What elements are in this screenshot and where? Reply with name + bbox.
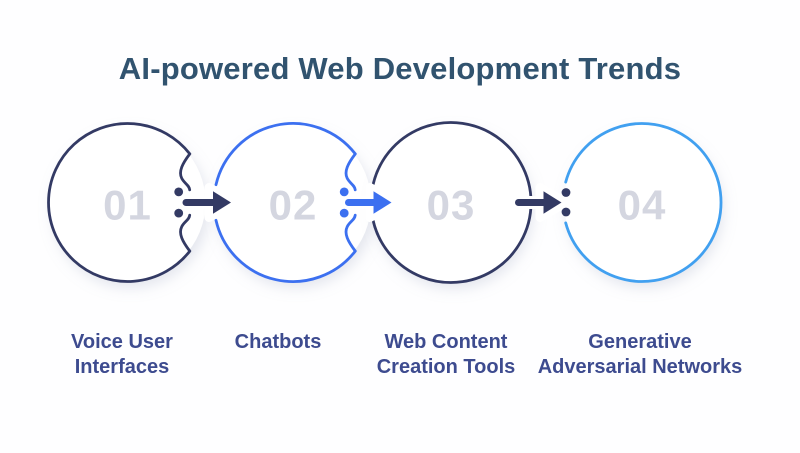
arrow-3-node-dot-bottom	[561, 207, 571, 217]
step-3-label: Web Content Creation Tools	[377, 330, 516, 380]
step-1-label-line-2: Interfaces	[74, 356, 170, 378]
step-1-label: Voice User Interfaces	[71, 330, 173, 380]
step-2-circle-fill	[215, 124, 371, 281]
arrow-2-head	[373, 191, 392, 214]
arrow-right-icon-1	[179, 183, 240, 222]
step-2-label: Chatbots	[235, 330, 322, 355]
step-4-number: 04	[618, 182, 667, 229]
step-4-circle-ring	[564, 122, 723, 283]
step-2-circle-ring	[214, 122, 357, 283]
step-3-label-line-2: Creation Tools	[376, 356, 516, 378]
step-1-number: 01	[103, 182, 152, 229]
step-1-circle-ring	[47, 122, 192, 283]
arrow-right-icon-3	[512, 183, 571, 222]
step-3-circle: 03	[371, 121, 533, 284]
arrow-3-head	[543, 191, 562, 214]
arrow-right-icon-2	[342, 183, 401, 222]
step-3-circle-fill	[372, 123, 530, 282]
step-1-circle-fill	[49, 124, 206, 281]
step-2-number: 02	[269, 182, 318, 229]
page-title: AI-powered Web Development Trends	[118, 51, 682, 86]
step-4-circle-fill	[564, 124, 720, 281]
arrow-1-head	[213, 191, 231, 214]
step-4-label-line-2: Adversarial Networks	[537, 356, 743, 378]
step-3-label-line-1: Web Content	[384, 331, 508, 353]
step-1-circle: 01	[47, 122, 206, 283]
step-2-label-line-1: Chatbots	[234, 331, 322, 353]
step-1-label-line-1: Voice User	[71, 331, 173, 353]
step-1-node-dot-bottom	[174, 208, 184, 218]
step-2-node-dot-top	[339, 187, 349, 197]
step-1-node-dot-top	[174, 187, 184, 197]
step-2-circle: 02	[214, 122, 371, 283]
step-3-number: 03	[427, 182, 476, 229]
step-4-label-line-1: Generative	[588, 331, 692, 353]
arrow-3-node-dot-top	[561, 188, 571, 197]
step-2-node-dot-bottom	[339, 208, 349, 218]
step-4-label: Generative Adversarial Networks	[538, 330, 743, 380]
step-4-circle: 04	[564, 122, 723, 283]
